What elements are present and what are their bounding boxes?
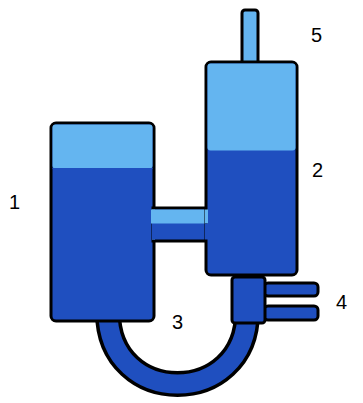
connecting-tube-air (151, 210, 209, 224)
callout-number: 4 (336, 292, 347, 312)
u-pipe (108, 312, 247, 384)
vessel-1-air (53, 125, 153, 169)
callout-number: 1 (9, 192, 20, 212)
nozzle (264, 306, 318, 320)
vent-pipe (242, 10, 258, 66)
callout-number: 2 (312, 160, 323, 180)
tube-join (152, 224, 155, 240)
tube-join (205, 224, 208, 240)
tube-join (205, 210, 208, 224)
tube-join (152, 210, 155, 240)
vessel-1 (51, 123, 154, 321)
callout-number: 5 (311, 25, 322, 45)
water-line (53, 168, 153, 169)
vessel-2 (206, 62, 297, 275)
nozzle (264, 283, 318, 296)
vessel-2-air (208, 64, 296, 151)
callout-number: 3 (172, 312, 183, 332)
u-pipe-outline (108, 312, 247, 384)
valve-block (232, 277, 265, 323)
